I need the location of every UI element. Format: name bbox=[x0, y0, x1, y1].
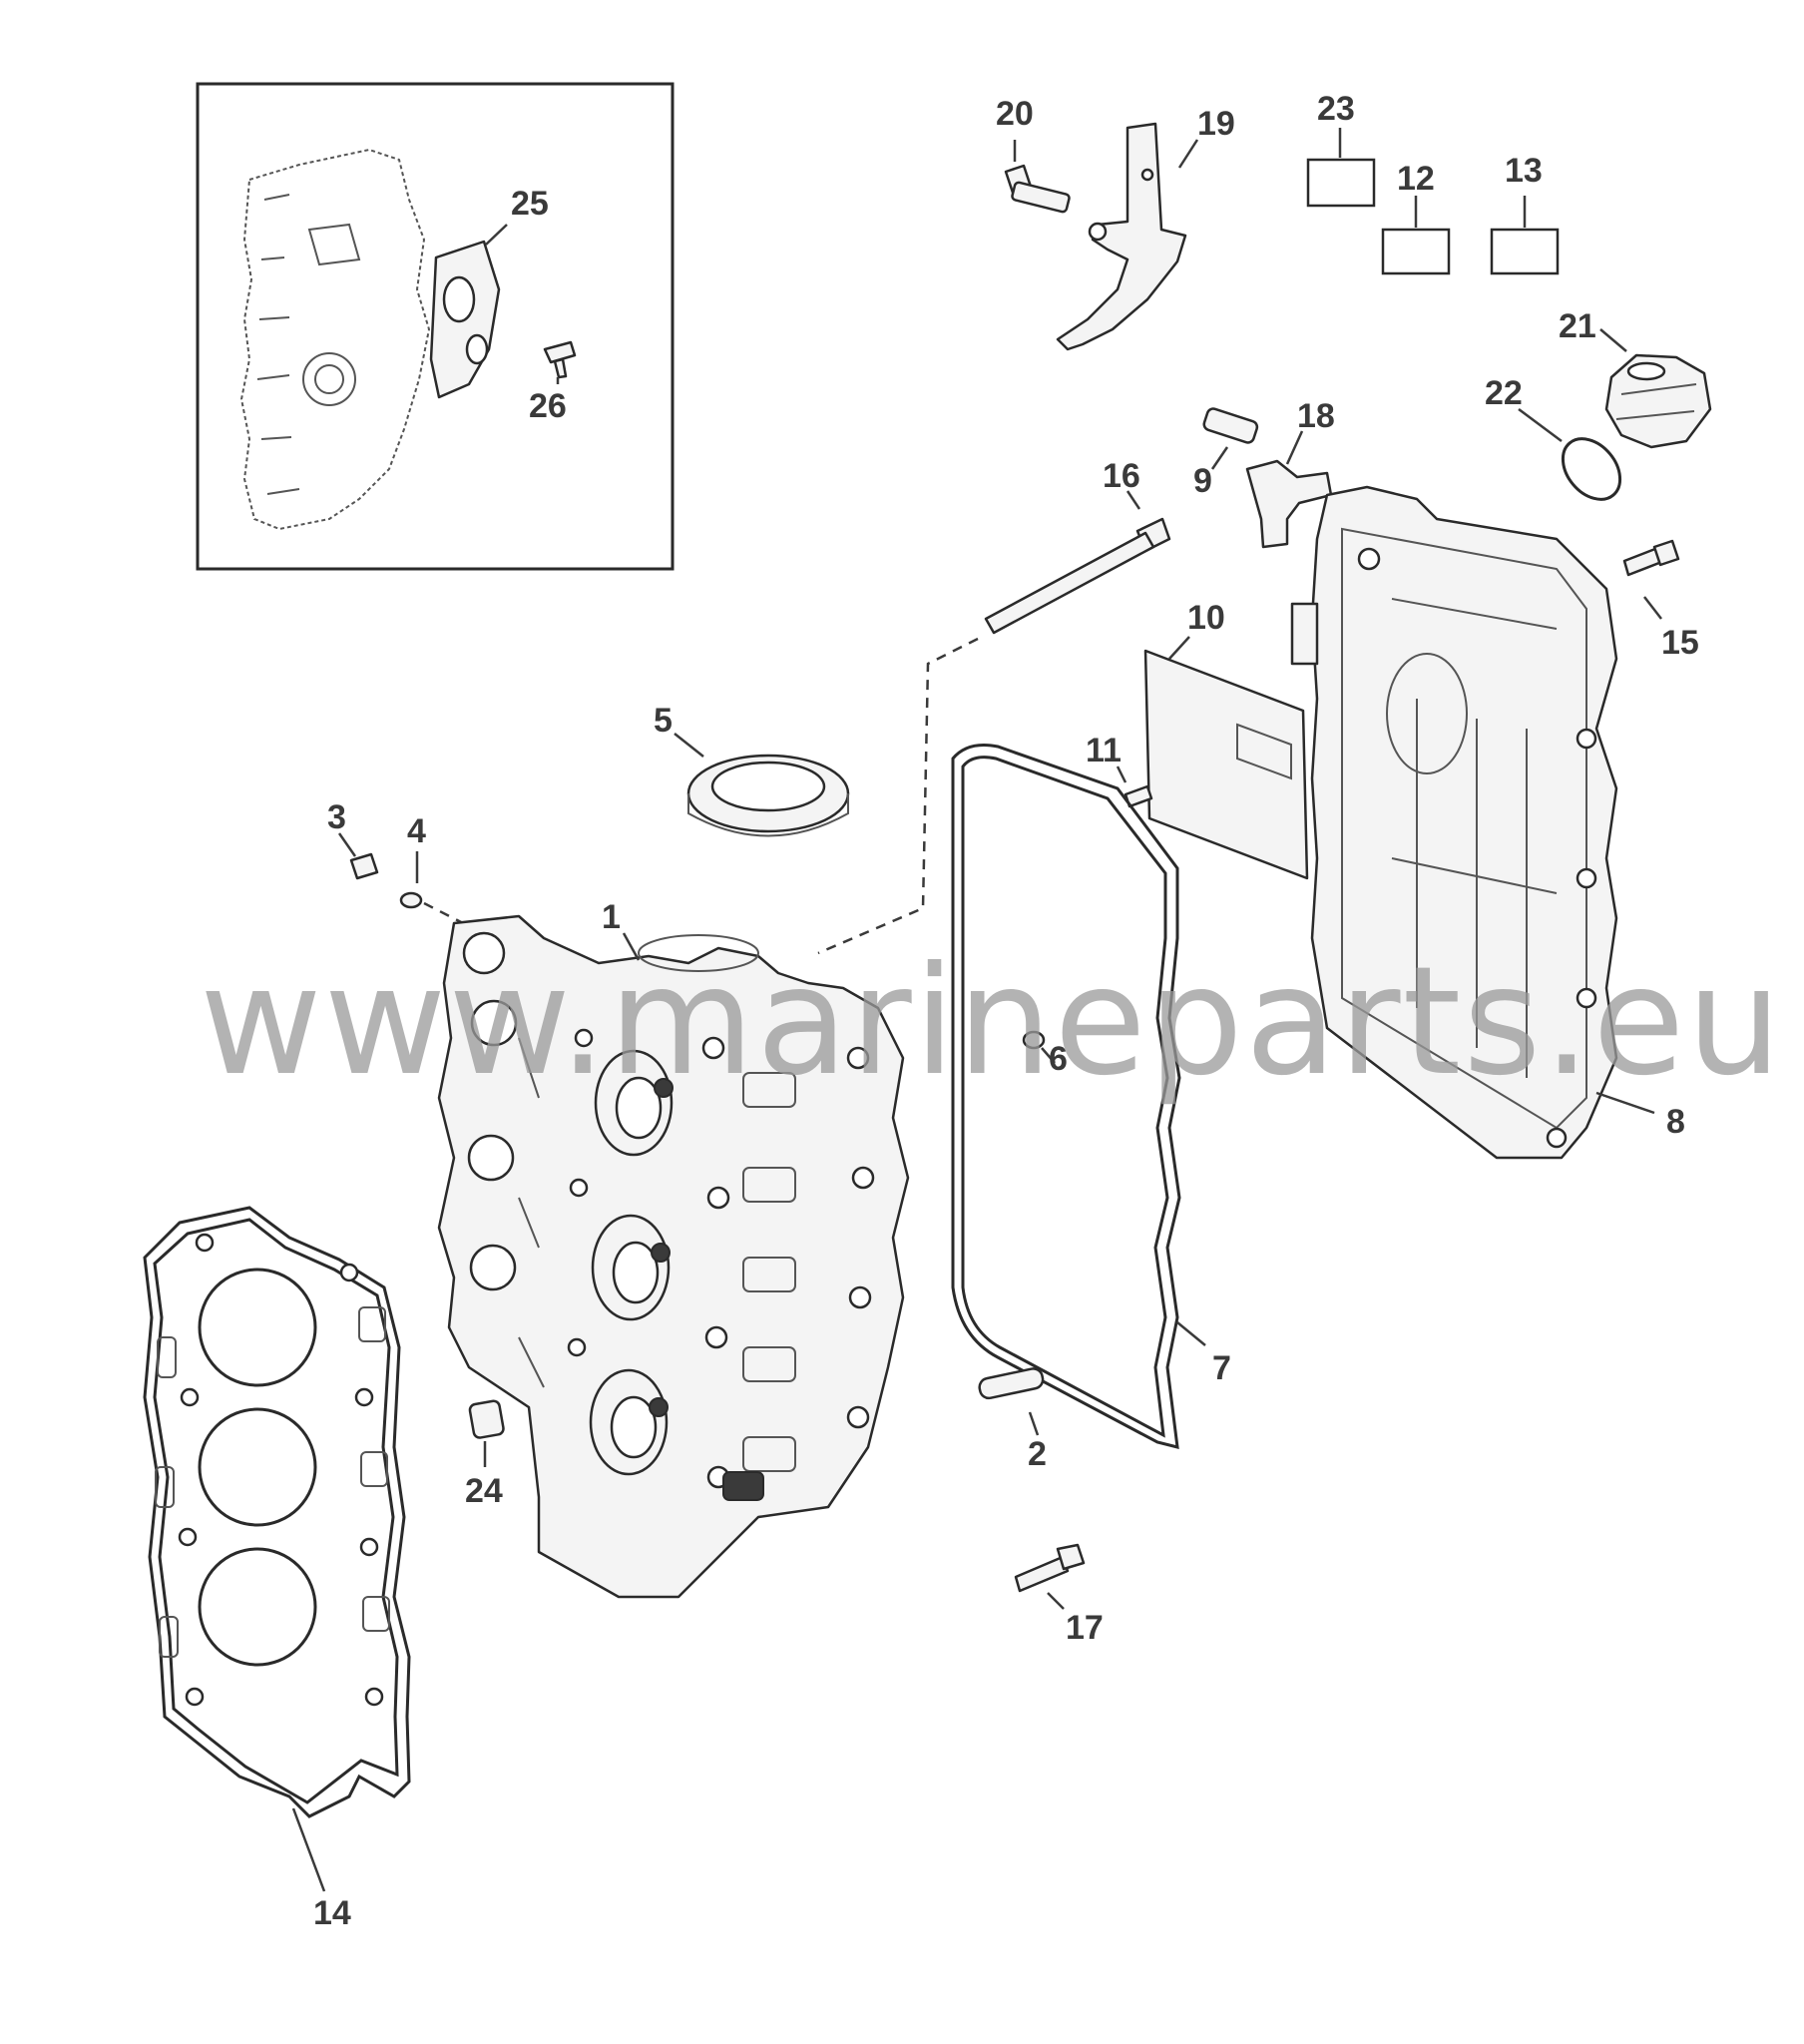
bolt-3 bbox=[349, 852, 379, 880]
callout-23: 23 bbox=[1317, 90, 1355, 128]
washer-4 bbox=[399, 891, 423, 909]
cam-bore-upper bbox=[594, 1049, 674, 1157]
seal-5 bbox=[686, 754, 850, 837]
callout-17: 17 bbox=[1066, 1609, 1104, 1647]
callout-22: 22 bbox=[1485, 374, 1523, 412]
callout-13: 13 bbox=[1505, 152, 1543, 190]
cylinder-head-1 bbox=[437, 914, 910, 1599]
callout-15: 15 bbox=[1661, 624, 1699, 662]
callout-14: 14 bbox=[313, 1894, 351, 1932]
watermark-text: www.marineparts.eu bbox=[200, 935, 1784, 1109]
cam-bore-lower bbox=[589, 1368, 669, 1476]
callout-labels: 1 2 3 4 5 6 7 8 9 10 11 12 13 14 15 16 1… bbox=[313, 90, 1699, 1932]
part-12-box bbox=[1381, 228, 1451, 275]
callout-12: 12 bbox=[1397, 160, 1435, 198]
oil-cap-21 bbox=[1604, 353, 1712, 449]
callout-7: 7 bbox=[1212, 1349, 1231, 1387]
bolt-17 bbox=[1014, 1543, 1086, 1593]
cam-bore-middle bbox=[591, 1214, 671, 1321]
sleeve-24 bbox=[468, 1399, 505, 1439]
callout-4: 4 bbox=[407, 812, 426, 850]
callout-18: 18 bbox=[1297, 397, 1335, 435]
callout-3: 3 bbox=[327, 798, 346, 836]
callout-21: 21 bbox=[1559, 307, 1596, 345]
part-13-box bbox=[1490, 228, 1560, 275]
callout-1: 1 bbox=[602, 898, 621, 936]
plate-10 bbox=[1143, 649, 1309, 880]
screw-26-icon bbox=[543, 340, 577, 379]
callout-19: 19 bbox=[1197, 105, 1235, 143]
o-ring-22 bbox=[1561, 437, 1622, 501]
callout-6: 6 bbox=[1049, 1040, 1068, 1078]
callout-5: 5 bbox=[654, 702, 673, 740]
screw-15 bbox=[1622, 539, 1680, 577]
callout-9: 9 bbox=[1193, 462, 1212, 500]
dowel-pin-2 bbox=[978, 1367, 1045, 1400]
callout-26: 26 bbox=[529, 387, 567, 425]
callout-11: 11 bbox=[1086, 732, 1122, 769]
gasket-7 bbox=[951, 744, 1181, 1449]
callout-8: 8 bbox=[1666, 1103, 1685, 1141]
pipe-9 bbox=[1202, 407, 1259, 444]
bolt-16 bbox=[984, 517, 1171, 635]
callout-24: 24 bbox=[465, 1472, 503, 1510]
elbow-18 bbox=[1245, 459, 1333, 549]
callout-20: 20 bbox=[996, 95, 1034, 133]
callout-16: 16 bbox=[1103, 457, 1140, 495]
callout-2: 2 bbox=[1028, 1435, 1047, 1473]
callout-10: 10 bbox=[1187, 599, 1225, 637]
inset-panel bbox=[196, 82, 675, 571]
head-gasket-14 bbox=[143, 1206, 411, 1818]
bracket-19 bbox=[1056, 122, 1187, 351]
callout-25: 25 bbox=[511, 185, 549, 223]
part-23-box bbox=[1306, 158, 1376, 208]
bolt-20 bbox=[1004, 164, 1071, 214]
dowel-6 bbox=[1022, 1030, 1046, 1050]
cam-cover-8 bbox=[1290, 485, 1618, 1160]
